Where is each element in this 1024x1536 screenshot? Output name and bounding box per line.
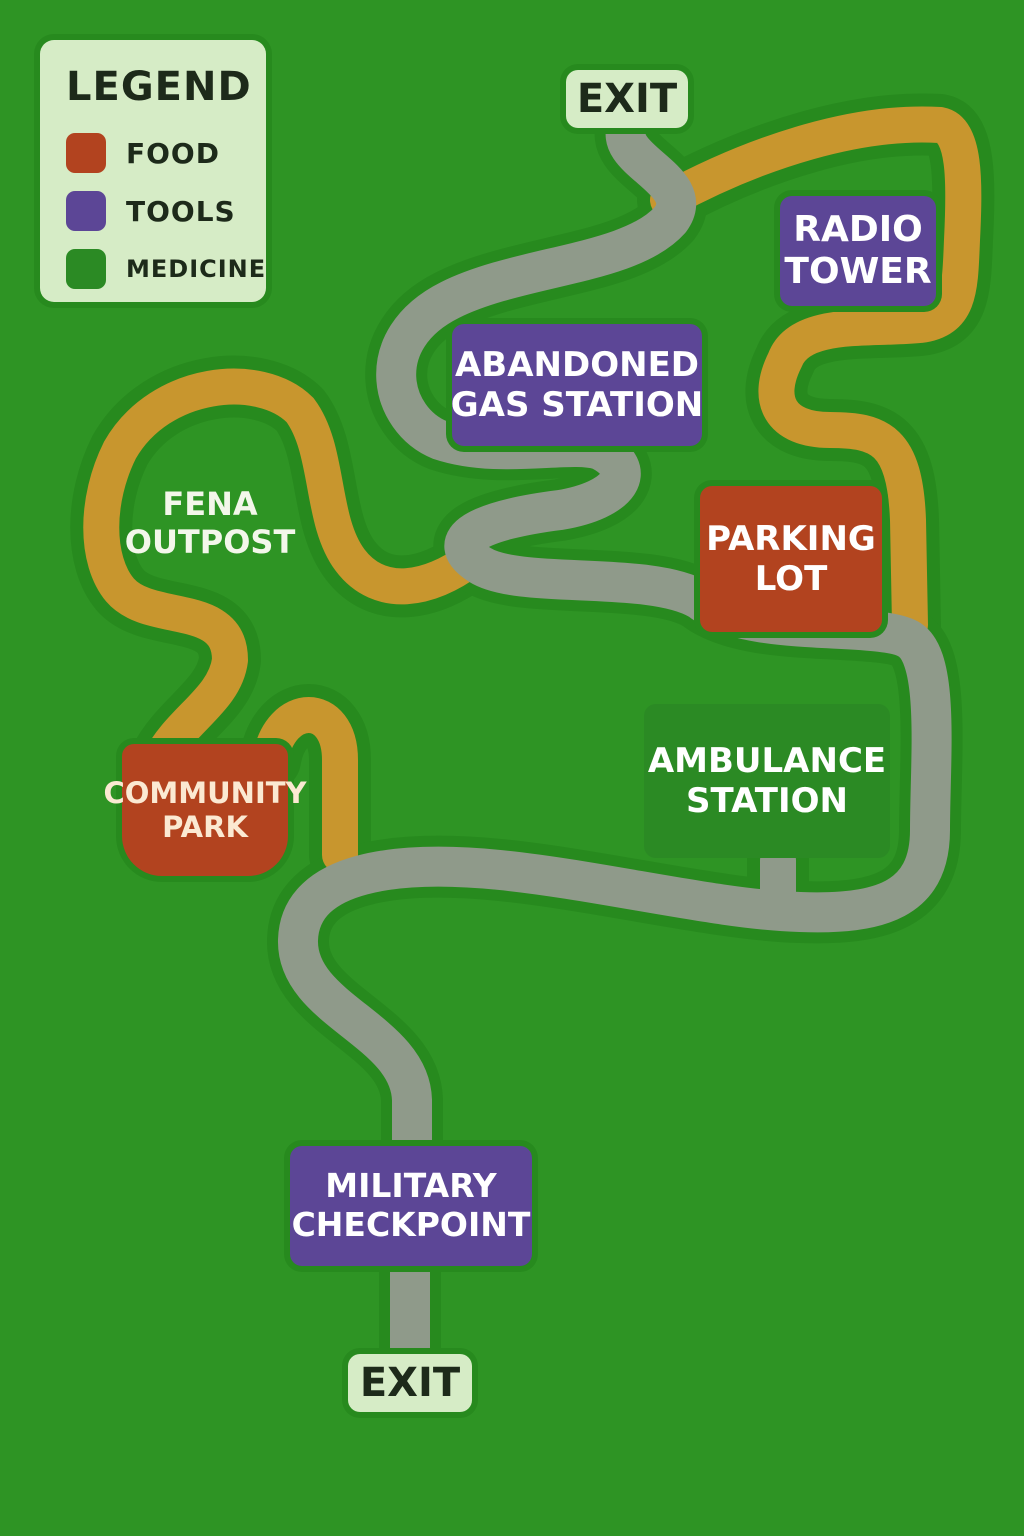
legend-label: FOOD [126,136,220,170]
exit-label: EXIT [359,1360,461,1406]
legend-item-food: FOOD [66,124,240,182]
legend-panel: LEGEND FOOD TOOLS MEDICINE [40,40,266,302]
exit-bottom[interactable]: EXIT [348,1354,472,1412]
location-label-line1: RADIO [793,208,923,250]
trail-radio-loop [650,106,982,643]
location-military-checkpoint[interactable]: MILITARY CHECKPOINT [290,1146,532,1266]
medicine-swatch [66,249,106,289]
location-label-line1: ABANDONED [454,344,700,385]
trail-park-loop [252,697,358,873]
exit-label: EXIT [576,76,678,122]
location-radio-tower[interactable]: RADIO TOWER [780,196,936,306]
location-label-line1: MILITARY [325,1166,497,1206]
road-main [278,105,952,1180]
location-label-line2: GAS STATION [450,385,704,425]
location-label-line1: PARKING [706,518,876,559]
legend-item-tools: TOOLS [66,182,240,240]
legend-title: LEGEND [66,64,252,110]
location-label-line1: AMBULANCE [647,740,887,781]
location-community-park[interactable]: COMMUNITY PARK [103,744,307,876]
location-label-line2: PARK [162,810,248,844]
food-swatch [66,133,106,173]
location-label-line2: LOT [754,559,828,599]
tools-swatch [66,191,106,231]
legend-label: MEDICINE [126,255,267,283]
location-abandoned-gas-station[interactable]: ABANDONED GAS STATION [450,324,704,446]
location-ambulance-station[interactable]: AMBULANCE STATION [644,704,890,858]
location-label-line2: TOWER [784,251,932,292]
legend-label: TOOLS [126,194,236,228]
legend-item-medicine: MEDICINE [66,240,265,298]
location-label-line1: FENA [162,485,258,524]
exit-top[interactable]: EXIT [566,70,688,128]
location-label-line2: CHECKPOINT [291,1205,531,1244]
location-fena-outpost[interactable]: FENA OUTPOST [125,474,296,574]
trail-fena-loop [83,368,488,778]
location-parking-lot[interactable]: PARKING LOT [700,486,882,632]
location-label-line2: OUTPOST [124,523,296,561]
location-label-line2: STATION [686,781,848,821]
location-label-line1: COMMUNITY [103,775,307,810]
